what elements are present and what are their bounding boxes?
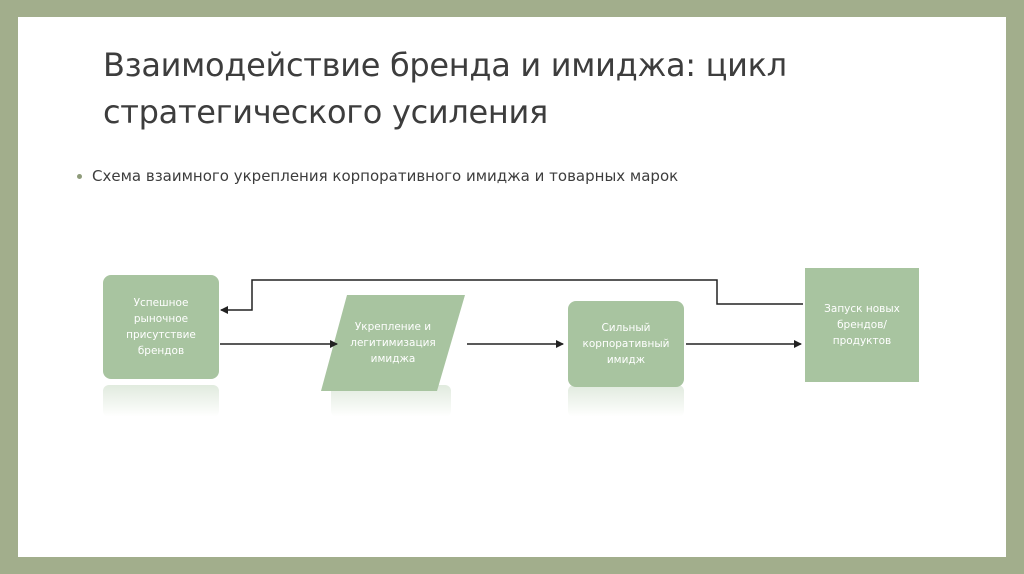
diagram-connectors: [220, 279, 803, 391]
arrow-feedback-node4-to-node1: [220, 279, 803, 314]
node-corporate-image: Сильный корпоративный имидж: [568, 301, 684, 387]
node-label: Успешное рыночное присутствие брендов: [126, 297, 196, 357]
node-label: Сильный корпоративный имидж: [582, 322, 670, 366]
node-label: Укрепление и легитимизация имиджа: [350, 321, 436, 365]
node-shape-parallelogram: [321, 295, 465, 391]
bullet-text: Схема взаимного укрепления корпоративног…: [92, 167, 679, 185]
node-label: Запуск новых брендов/ продуктов: [824, 303, 900, 347]
node-reflection: [568, 385, 684, 417]
slide-title: Взаимодействие бренда и имиджа: цикл стр…: [103, 46, 787, 131]
node-new-brands-launch: Запуск новых брендов/ продуктов: [805, 268, 919, 382]
bullet-item: Схема взаимного укрепления корпоративног…: [77, 167, 678, 185]
node-reflection: [103, 385, 219, 417]
bullet-dot-icon: [77, 173, 82, 179]
slide: Взаимодействие бренда и имиджа: цикл стр…: [18, 17, 1006, 557]
node-market-presence: Успешное рыночное присутствие брендов: [103, 275, 219, 379]
cycle-diagram: Успешное рыночное присутствие брендов Ук…: [99, 237, 919, 417]
node-image-legitimization: Укрепление и легитимизация имиджа: [339, 295, 447, 391]
